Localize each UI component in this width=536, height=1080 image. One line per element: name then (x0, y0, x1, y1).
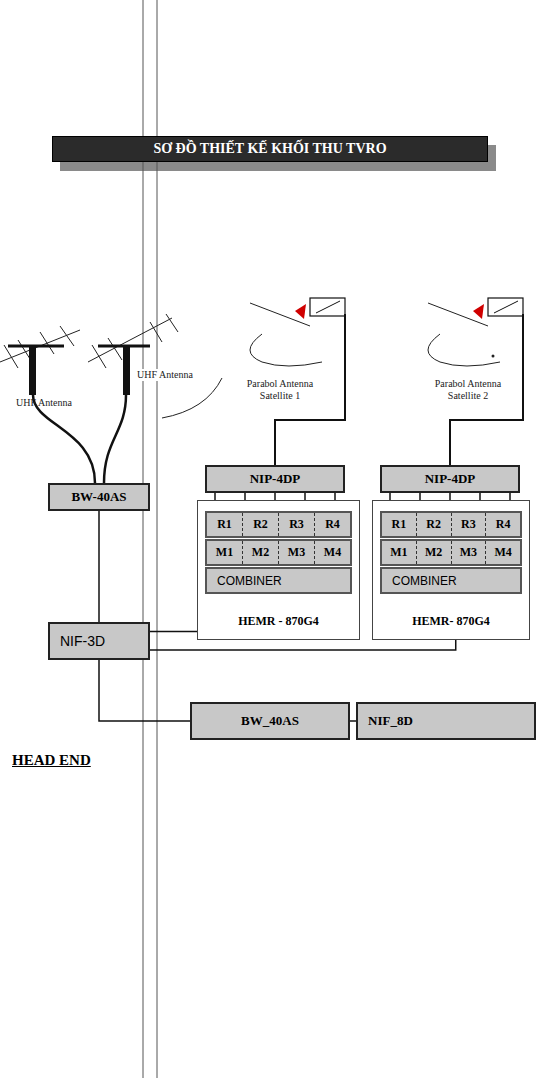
node-text: M1 (382, 541, 417, 564)
node-text: M2 (417, 541, 452, 564)
node-text: NIP-4DP (250, 471, 301, 487)
node-text: M3 (279, 541, 315, 564)
parabolic-dish (250, 298, 345, 366)
node-text: NIP-4DP (425, 471, 476, 487)
node-text: R4 (315, 513, 350, 536)
receiver-row: R1R2R3R4 (380, 511, 522, 538)
section-heading: HEAD END (12, 751, 132, 769)
node-text: COMBINER (207, 569, 350, 592)
node-text: R1 (382, 513, 417, 536)
dish-cable (275, 314, 523, 465)
module-box: NIP-4DP (205, 465, 345, 493)
signal-line (99, 660, 190, 721)
node-text: HEMR - 870G4 (238, 614, 319, 629)
node-text: NIF_8D (368, 713, 413, 729)
node-text: R1 (207, 513, 243, 536)
antenna-label: Parabol Antenna Satellite 2 (420, 378, 516, 402)
module-box: NIF-3D (48, 622, 150, 660)
node-text: BW_40AS (241, 713, 299, 729)
antenna-label: Parabol Antenna Satellite 1 (232, 378, 328, 402)
node-text: R4 (486, 513, 520, 536)
receiver-row: R1R2R3R4 (205, 511, 352, 538)
combiner-row: COMBINER (380, 567, 522, 594)
node-text: BW-40AS (71, 489, 126, 505)
combiner-row: COMBINER (205, 567, 352, 594)
module-box: NIF_8D (356, 702, 536, 740)
receiver-unit: HEMR - 870G4R1R2R3R4M1M2M3M4COMBINER (197, 500, 360, 640)
node-text: HEMR- 870G4 (412, 614, 490, 629)
signal-line (150, 640, 456, 650)
node-text: COMBINER (382, 569, 520, 592)
receiver-unit: HEMR- 870G4R1R2R3R4M1M2M3M4COMBINER (372, 500, 530, 640)
node-text: M3 (452, 541, 487, 564)
node-text: R3 (452, 513, 487, 536)
signal-line (150, 631, 197, 633)
modulator-row: M1M2M3M4 (380, 539, 522, 566)
diagram-title: SƠ ĐỒ THIẾT KẾ KHỐI THU TVRO (52, 136, 488, 162)
node-text: M1 (207, 541, 243, 564)
node-text: M4 (486, 541, 520, 564)
antenna-label: UHF Antenna (16, 397, 96, 409)
node-text: R3 (279, 513, 315, 536)
module-box: BW-40AS (48, 483, 150, 511)
node-text: R2 (417, 513, 452, 536)
modulator-row: M1M2M3M4 (205, 539, 352, 566)
node-text: M2 (243, 541, 279, 564)
module-box: NIP-4DP (380, 465, 520, 493)
module-box: BW_40AS (190, 702, 350, 740)
antenna-cable (33, 395, 126, 483)
uhf-antenna (0, 326, 80, 395)
signal-line (98, 511, 100, 622)
uhf-antenna (88, 314, 222, 418)
node-text: R2 (243, 513, 279, 536)
node-text: NIF-3D (60, 633, 105, 649)
parabolic-dish (428, 298, 523, 366)
antenna-label: UHF Antenna (137, 369, 199, 381)
node-text: M4 (315, 541, 350, 564)
